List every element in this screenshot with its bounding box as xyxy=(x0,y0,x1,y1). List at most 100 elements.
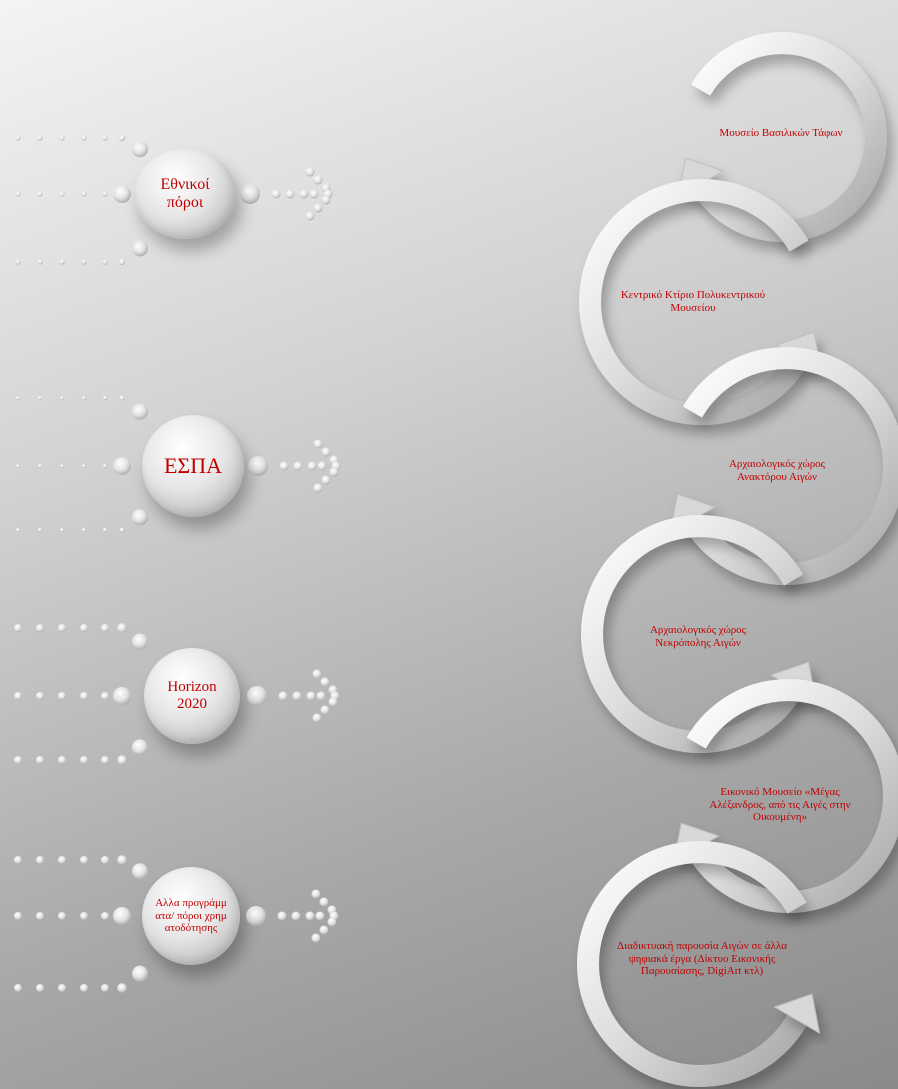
input-dot xyxy=(80,912,88,920)
arc-arrow-head xyxy=(773,993,821,1034)
arrow-head-dot xyxy=(320,705,330,715)
connector-dot xyxy=(132,965,148,982)
arrow-head-dot xyxy=(311,889,321,899)
arrow-head-dot xyxy=(305,167,315,177)
arrow-dot xyxy=(305,911,315,921)
project-label: Αρχαιολογικός χώρος Νεκρόπολης Αιγών xyxy=(649,624,747,649)
arrow-head-dot xyxy=(327,917,337,927)
funding-node-horizon: Horizon 2020 xyxy=(144,648,240,744)
output-dot xyxy=(247,686,267,706)
arrow-head-dot xyxy=(317,461,327,471)
input-dot xyxy=(101,624,109,632)
input-dot xyxy=(36,912,44,920)
input-dot xyxy=(81,463,87,469)
input-dot xyxy=(15,463,21,469)
input-dot xyxy=(113,457,131,475)
arrow-head-dot xyxy=(305,211,315,221)
input-dot xyxy=(58,984,66,992)
input-dot xyxy=(37,135,43,141)
project-label: Διαδικτυακή παρουσία Αιγών σε άλλα ψηφια… xyxy=(617,940,787,978)
input-dot xyxy=(58,624,66,632)
arrow-head-dot xyxy=(311,933,321,943)
input-dot xyxy=(58,856,66,864)
connector-dot xyxy=(132,633,148,650)
input-dot xyxy=(80,692,88,700)
funding-label: Αλλα προγράμματα/ πόροι χρηματοδότησης xyxy=(155,897,227,935)
input-dot xyxy=(101,912,109,920)
input-dot xyxy=(101,984,109,992)
funding-label: Εθνικοί πόροι xyxy=(160,175,210,211)
connector-dot xyxy=(132,240,148,257)
arrow-head-dot xyxy=(312,669,322,679)
input-dot xyxy=(81,259,87,265)
input-dot xyxy=(102,463,108,469)
input-dot xyxy=(14,912,22,920)
input-dot xyxy=(59,135,65,141)
funding-node-other: Αλλα προγράμματα/ πόροι χρηματοδότησης xyxy=(142,867,240,965)
arrow-dot xyxy=(299,189,309,199)
input-dot xyxy=(37,463,43,469)
project-label: Εικονικό Μουσείο «Μέγας Αλέξανδρος, από … xyxy=(709,786,851,824)
funding-node-espa: ΕΣΠΑ xyxy=(142,415,244,517)
arc-arrow xyxy=(682,347,898,585)
input-dot xyxy=(81,527,87,533)
arc-arrow xyxy=(691,32,887,242)
arrow-dot xyxy=(292,691,302,701)
input-dot xyxy=(15,135,21,141)
input-dot xyxy=(119,527,125,533)
input-dot xyxy=(14,856,22,864)
input-dot xyxy=(15,259,21,265)
input-dot xyxy=(36,984,44,992)
arrow-head-dot xyxy=(321,447,331,457)
funding-label: Horizon 2020 xyxy=(167,678,217,712)
project-label: Αρχαιολογικός χώρος Ανακτόρου Αιγών xyxy=(728,458,826,483)
input-dot xyxy=(117,983,127,993)
arc-arrow xyxy=(579,179,809,425)
input-dot xyxy=(113,185,131,203)
input-dot xyxy=(37,527,43,533)
arrow-head-dot xyxy=(313,439,323,449)
input-dot xyxy=(15,527,21,533)
arrow-dot xyxy=(278,691,288,701)
project-label: Μουσείο Βασιλικών Τάφων xyxy=(719,127,843,139)
input-dot xyxy=(101,856,109,864)
input-dot xyxy=(14,756,22,764)
output-dot xyxy=(246,906,266,926)
output-dot xyxy=(248,456,268,476)
arrow-head-dot xyxy=(313,483,323,493)
arrow-head-dot xyxy=(321,475,331,485)
input-dot xyxy=(15,395,21,401)
input-dot xyxy=(80,856,88,864)
arrow-head-dot xyxy=(316,691,326,701)
input-dot xyxy=(59,395,65,401)
arrow-head-dot xyxy=(319,925,329,935)
input-dot xyxy=(117,623,127,633)
connector-dot xyxy=(132,509,148,526)
input-dot xyxy=(80,984,88,992)
input-dot xyxy=(58,756,66,764)
arc-arrow xyxy=(577,841,807,1087)
arrow-head-dot xyxy=(319,897,329,907)
input-dot xyxy=(113,907,131,925)
input-dot xyxy=(36,756,44,764)
input-dot xyxy=(102,395,108,401)
input-dot xyxy=(118,258,126,266)
input-dot xyxy=(118,134,126,142)
input-dot xyxy=(81,135,87,141)
arrow-head-dot xyxy=(328,697,338,707)
input-dot xyxy=(15,191,21,197)
input-dot xyxy=(81,191,87,197)
input-dot xyxy=(117,755,127,765)
arrow-head-dot xyxy=(312,713,322,723)
arrow-head-dot xyxy=(309,189,319,199)
input-dot xyxy=(102,135,108,141)
project-label: Κεντρικό Κτίριο Πολυκεντρικού Μουσείου xyxy=(620,289,766,314)
input-dot xyxy=(58,912,66,920)
input-dot xyxy=(119,395,125,401)
arrow-dot xyxy=(271,189,281,199)
arrow-dot xyxy=(306,691,316,701)
connector-dot xyxy=(132,739,148,756)
connector-dot xyxy=(132,863,148,880)
